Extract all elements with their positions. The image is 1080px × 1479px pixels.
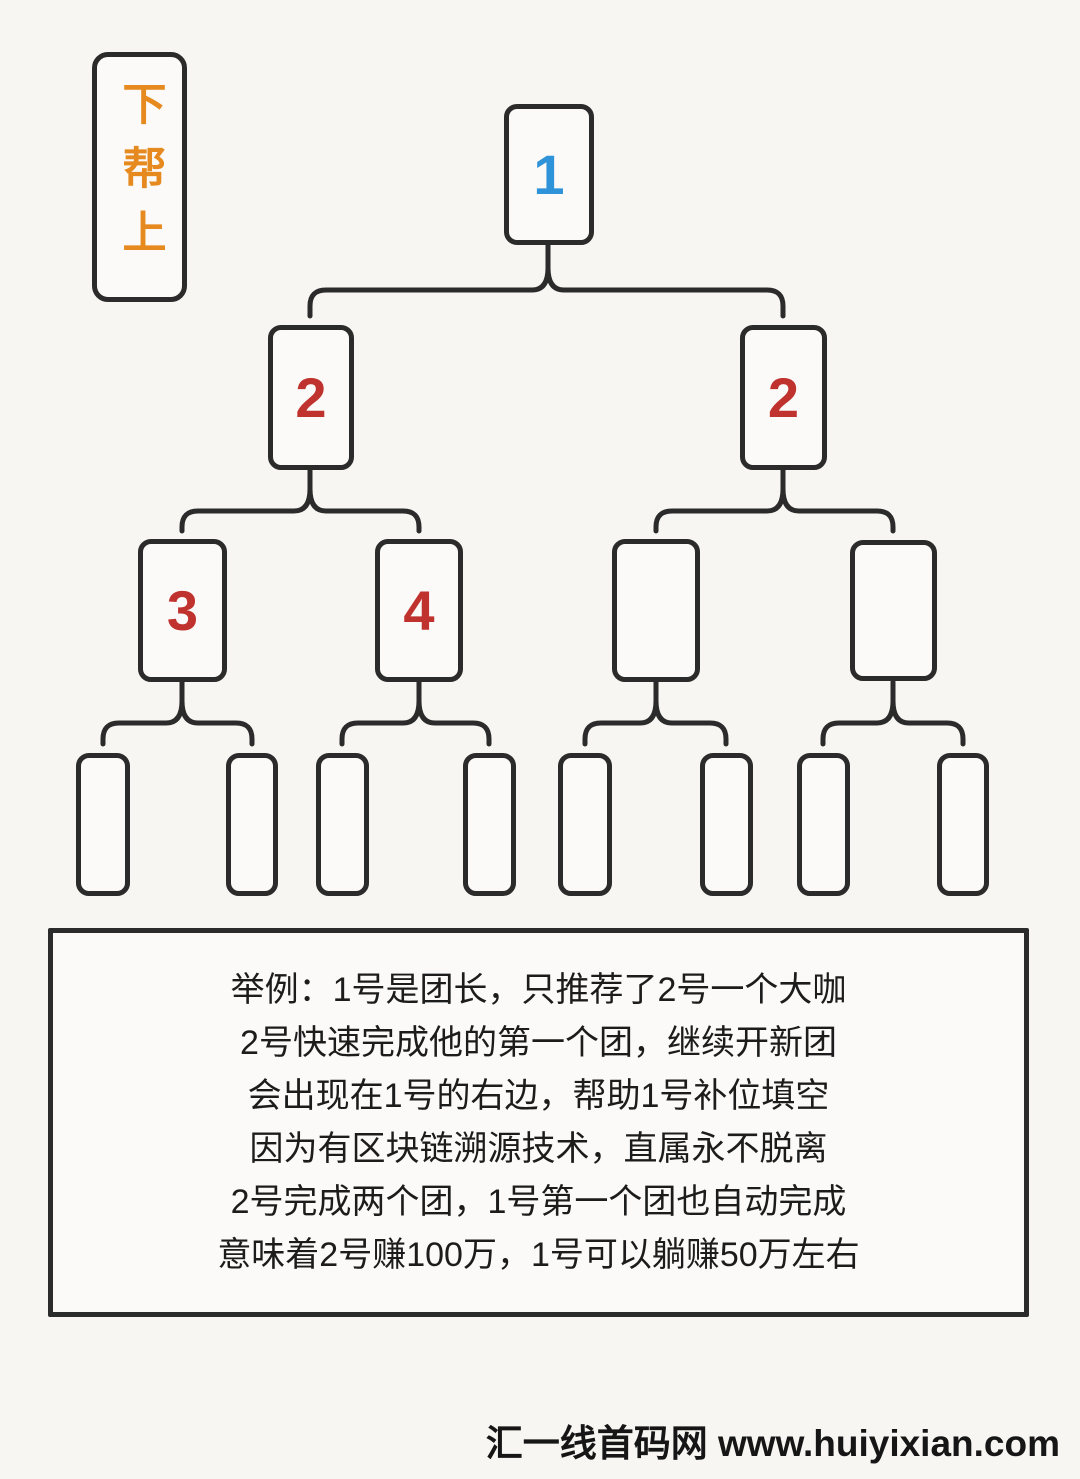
tree-node-3-label: 3 bbox=[166, 578, 199, 642]
tree-node-4: 4 bbox=[375, 539, 463, 682]
tree-node-empty-l4-3 bbox=[316, 753, 369, 896]
legend-box: 下帮上 bbox=[92, 52, 187, 302]
tree-node-empty-l4-7 bbox=[797, 753, 850, 896]
tree-node-1-label: 1 bbox=[533, 142, 565, 206]
tree-connector-lines bbox=[100, 242, 966, 747]
legend-label: 下帮上 bbox=[115, 81, 165, 273]
tree-node-empty-l4-1 bbox=[76, 753, 130, 896]
example-caption-box: 举例：1号是团长，只推荐了2号一个大咖 2号快速完成他的第一个团，继续开新团 会… bbox=[48, 928, 1029, 1317]
tree-node-3: 3 bbox=[138, 539, 227, 682]
caption-line: 2号完成两个团，1号第一个团也自动完成 bbox=[230, 1182, 847, 1221]
caption-line: 举例：1号是团长，只推荐了2号一个大咖 bbox=[230, 970, 847, 1009]
site-watermark: 汇一线首码网 www.huiyixian.com bbox=[485, 1423, 1060, 1464]
tree-node-1: 1 bbox=[504, 104, 594, 245]
caption-line: 2号快速完成他的第一个团，继续开新团 bbox=[240, 1023, 837, 1062]
caption-line: 因为有区块链溯源技术，直属永不脱离 bbox=[249, 1129, 828, 1168]
tree-node-empty-l4-5 bbox=[558, 753, 612, 896]
tree-node-empty-l4-2 bbox=[226, 753, 278, 896]
tree-node-2-right-label: 2 bbox=[767, 365, 800, 429]
tree-node-empty-l4-8 bbox=[937, 753, 989, 896]
tree-node-2-left: 2 bbox=[268, 325, 354, 470]
caption-line: 意味着2号赚100万，1号可以躺赚50万左右 bbox=[217, 1235, 860, 1274]
tree-node-empty-l4-6 bbox=[700, 753, 753, 896]
tree-node-2-right: 2 bbox=[740, 325, 827, 470]
tree-node-4-label: 4 bbox=[403, 578, 435, 642]
tree-node-2-left-label: 2 bbox=[295, 365, 327, 429]
tree-node-empty-l4-4 bbox=[463, 753, 516, 896]
tree-node-empty-l3-a bbox=[612, 539, 700, 682]
caption-line: 会出现在1号的右边，帮助1号补位填空 bbox=[247, 1076, 830, 1115]
tree-node-empty-l3-b bbox=[850, 540, 937, 681]
